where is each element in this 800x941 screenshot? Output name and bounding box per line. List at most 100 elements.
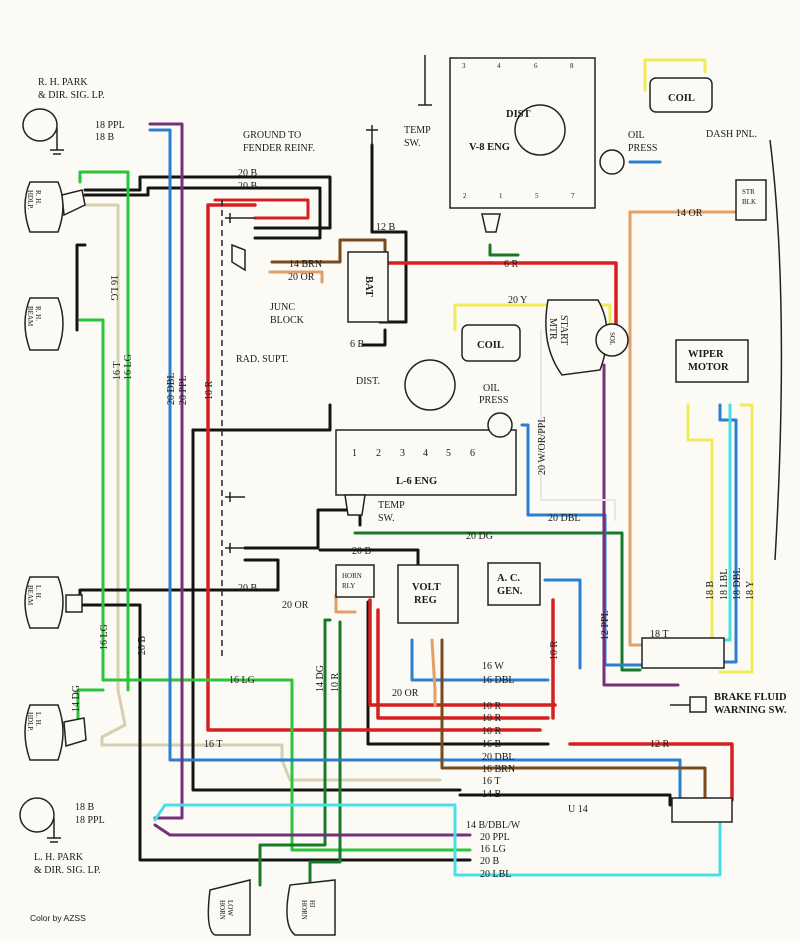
ground-stud-2 (225, 492, 245, 502)
wire-14dg (258, 618, 332, 887)
wire-label: 18 LBL (719, 569, 730, 600)
rh-hdlp-body (24, 181, 64, 233)
rh-hdlp-label-1: R. H. (34, 190, 42, 205)
wire-16dbl (410, 638, 550, 682)
wire-label: 20 DG (466, 531, 493, 542)
dist-v8-label: DIST (506, 109, 531, 120)
wire-20dbl (148, 128, 682, 802)
wire-label: 14 BRN (289, 259, 322, 270)
solenoid (595, 323, 629, 357)
rh-beam-label-2: BEAM (26, 306, 34, 327)
wire-label: 10 R (482, 726, 502, 737)
volt-reg (397, 564, 459, 624)
l6-eng-label: L-6 ENG (396, 476, 437, 487)
bulkhead-connector-bottom (671, 797, 733, 823)
wire-20dbl-eng (520, 423, 647, 667)
rh-beam-body (24, 297, 64, 351)
wire-label: 6 B (350, 339, 365, 350)
lh-beam-plug (65, 594, 83, 613)
wire-label: 16 LG (123, 354, 134, 380)
brake-fluid-sw (670, 696, 707, 713)
rh-beam-label-1: R. H. (34, 306, 42, 321)
hi-horn-label-2: HORN (300, 900, 308, 920)
wire-20or (268, 270, 324, 284)
wire-6r (378, 261, 618, 332)
oil-press-l6-label-2: PRESS (479, 395, 508, 406)
cyl-l6-1: 1 (352, 448, 357, 459)
wire-16t-front (68, 203, 442, 782)
wire-label: 14 DG (71, 685, 82, 712)
horn-relay (335, 564, 375, 598)
wiper-motor-label-1: WIPER (688, 349, 724, 360)
wire-18dbl (713, 403, 738, 664)
ground-stud-1 (225, 213, 255, 223)
lh-park-lamp (19, 797, 55, 833)
wire-label: 18 B (75, 802, 95, 813)
wire-20or-horn (334, 593, 357, 614)
wire-10r (206, 203, 542, 732)
wire-label: 10 R (549, 641, 560, 661)
battery (347, 251, 389, 323)
wire-6b (361, 328, 387, 347)
wire-20ppl (148, 122, 184, 820)
cyl-l6-2: 2 (376, 448, 381, 459)
wire-20or-volt (430, 638, 437, 707)
wire-label: 20 PPL (178, 375, 189, 405)
coil-top (649, 77, 713, 113)
low-horn (207, 879, 251, 936)
cyl-l6-3: 3 (400, 448, 405, 459)
lh-beam-body (24, 576, 64, 629)
low-horn-label-1: LOW (226, 900, 234, 916)
wire-label: 20 Y (508, 295, 527, 306)
wire-20ppl-b (153, 823, 472, 837)
l6-distributor (404, 359, 456, 411)
cyl-v8-top-3: 6 (534, 62, 538, 70)
ground-stud-3 (225, 543, 245, 553)
wire-12ppl (602, 363, 680, 687)
wire-label: 18 B (705, 581, 716, 601)
sol-label: SOL (608, 332, 616, 345)
wire-label: 20 OR (288, 272, 315, 283)
wire-label: 18 PPL (95, 120, 125, 131)
wire-20b-mid (243, 508, 362, 550)
rh-park-lamp (22, 108, 58, 142)
battery-label: BAT (363, 276, 374, 297)
wire-label: 20 DBL (482, 752, 515, 763)
temp-sw-top-sender (481, 213, 501, 233)
wire-20b-rad (191, 403, 332, 432)
wire-label: 20 W/OR/PPL (537, 417, 548, 475)
wire-14or (628, 210, 737, 647)
components (19, 55, 783, 936)
lh-beam-label-2: BEAM (26, 585, 34, 606)
wire-label: 20 B (238, 583, 258, 594)
wire-16lg-lh (76, 688, 105, 722)
lh-park-ground (47, 818, 61, 843)
wire-20y (453, 303, 612, 332)
cyl-l6-5: 5 (446, 448, 451, 459)
wire-16brn (440, 638, 707, 802)
temp-sw-top-label-1: TEMP (404, 125, 431, 136)
wire-14b (458, 793, 672, 807)
wire-16lg-rh (78, 318, 105, 682)
horn-rly-label-2: RLY (342, 582, 355, 590)
coil-l6-label: COIL (477, 340, 504, 351)
cyl-v8-top-4: 8 (570, 62, 574, 70)
cyl-v8-bottom-2: 1 (499, 192, 503, 200)
junc-block-label-1: JUNC (270, 302, 295, 313)
wire-label: 18 Y (745, 581, 756, 600)
wire-label: 20 DBL (548, 513, 581, 524)
wiper-motor-label-2: MOTOR (688, 362, 729, 373)
wire-label: 16 DBL (482, 675, 515, 686)
wire-label: 10 R (482, 701, 502, 712)
oil-press-top-sender (599, 149, 625, 175)
wire-label: 16 LG (108, 275, 119, 301)
bulkhead-connector-right (641, 637, 725, 669)
wire-label: 12 B (376, 222, 396, 233)
str-blk-label-1: STR (742, 188, 755, 196)
rh-park-ground (50, 128, 64, 155)
rad-supt-label: RAD. SUPT. (236, 354, 288, 365)
wire-label: 10 R (330, 673, 341, 693)
wire-14dg-b (308, 620, 342, 892)
start-mtr-label-2: MTR (547, 318, 558, 340)
